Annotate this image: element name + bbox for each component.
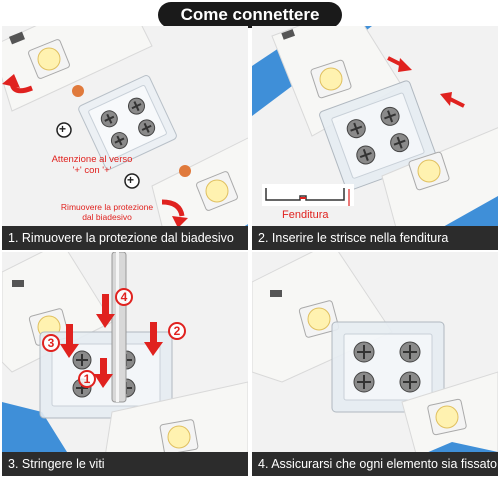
step-3-caption: 3. Stringere le viti	[2, 452, 248, 476]
step-number-4: 4	[115, 288, 133, 306]
step-1-panel: + + Attenzione al verso '+' con '+' Rimu…	[2, 26, 248, 250]
step-number-3: 3	[42, 334, 60, 352]
step-4-panel: 4. Assicurarsi che ogni elemento sia fis…	[252, 252, 498, 476]
remove-protection-note: Rimuovere la protezione dal biadesivo	[60, 202, 154, 222]
step-1-illustration	[2, 26, 248, 250]
step-number-1: 1	[78, 370, 96, 388]
polarity-note: Attenzione al verso '+' con '+'	[51, 154, 133, 176]
step-1-caption: 1. Rimuovere la protezione dal biadesivo	[2, 226, 248, 250]
step-3-illustration	[2, 252, 248, 476]
step-3-panel: 4 2 3 1 3. Stringere le viti	[2, 252, 248, 476]
step-number-2: 2	[168, 322, 186, 340]
step-2-illustration	[252, 26, 498, 250]
slot-label: Fenditura	[282, 209, 329, 221]
plus-mark-2: +	[127, 173, 135, 187]
step-2-panel: Fenditura 2. Inserire le strisce nella f…	[252, 26, 498, 250]
page-title: Come connettere	[158, 2, 342, 28]
step-4-caption: 4. Assicurarsi che ogni elemento sia fis…	[252, 452, 498, 476]
plus-mark-1: +	[59, 122, 67, 136]
step-4-illustration	[252, 252, 498, 476]
step-2-caption: 2. Inserire le strisce nella fenditura	[252, 226, 498, 250]
